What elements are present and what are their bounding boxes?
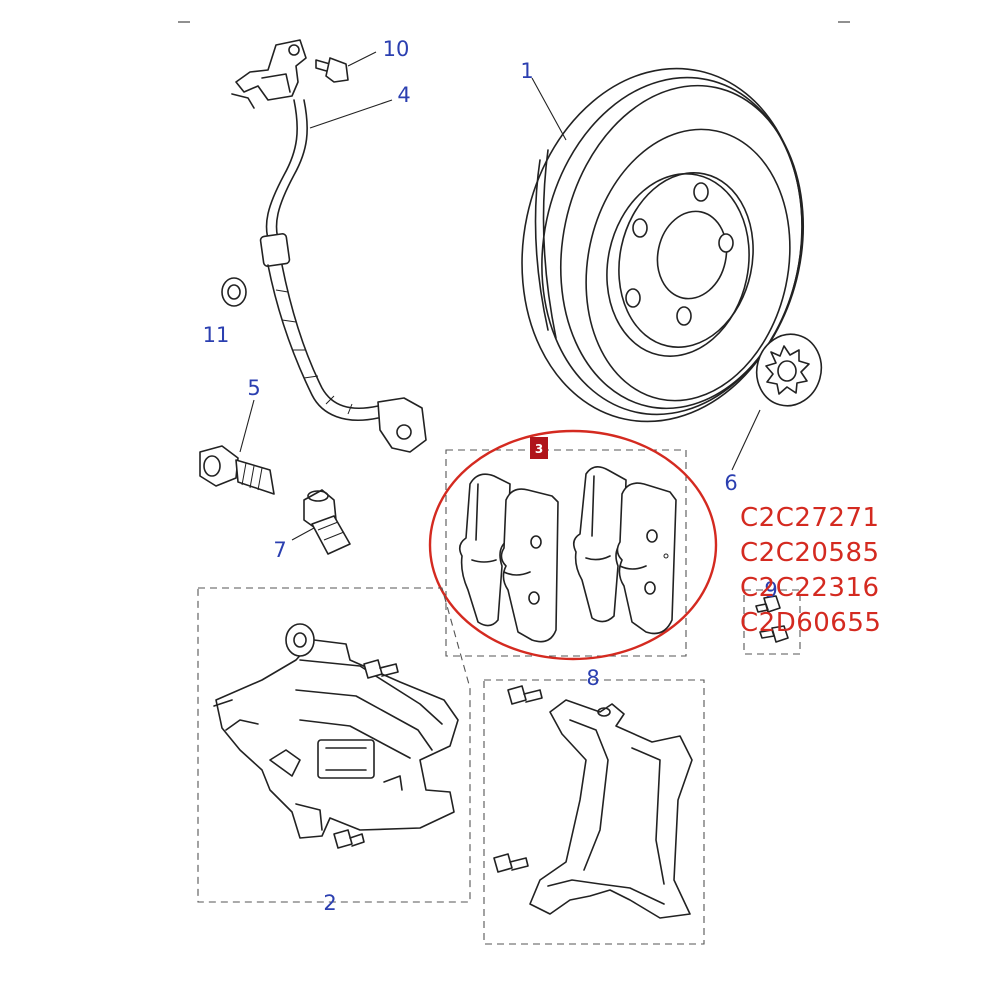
- part-number-3: C2C22316: [740, 573, 880, 603]
- callout-11: 11: [203, 323, 230, 347]
- part-number-1: C2C27271: [740, 503, 880, 533]
- bolt-10: [315, 51, 377, 83]
- callout-5: 5: [247, 376, 260, 400]
- callout-2: 2: [323, 891, 336, 915]
- callout-8: 8: [586, 666, 599, 690]
- banjo-bolt: [199, 399, 275, 495]
- callout-1: 1: [520, 59, 533, 83]
- callout-7: 7: [273, 538, 286, 562]
- caliper-group: [197, 587, 471, 903]
- bolts-9: [743, 589, 801, 655]
- part-number-2: C2C20585: [740, 538, 880, 568]
- badge-label: 3: [535, 442, 543, 456]
- callout-labels: 1 2 4 5 6 7 8 9 10 11: [203, 37, 778, 915]
- part-number-4: C2D60655: [740, 608, 881, 638]
- brake-hose: [231, 39, 427, 453]
- washer: [221, 277, 247, 307]
- brake-pads-group: 3: [428, 429, 718, 661]
- brake-disc: [521, 67, 805, 423]
- badge: [530, 437, 548, 459]
- callout-4: 4: [397, 83, 410, 107]
- highlight-circle: [428, 429, 718, 661]
- retaining-clip: [731, 333, 823, 471]
- bleed-nipple: [291, 489, 351, 555]
- callout-6: 6: [724, 471, 737, 495]
- callout-9: 9: [764, 578, 777, 602]
- callout-10: 10: [383, 37, 410, 61]
- part-number-list: C2C27271 C2C20585 C2C22316 C2D60655: [740, 503, 881, 638]
- carrier-group: [483, 679, 705, 945]
